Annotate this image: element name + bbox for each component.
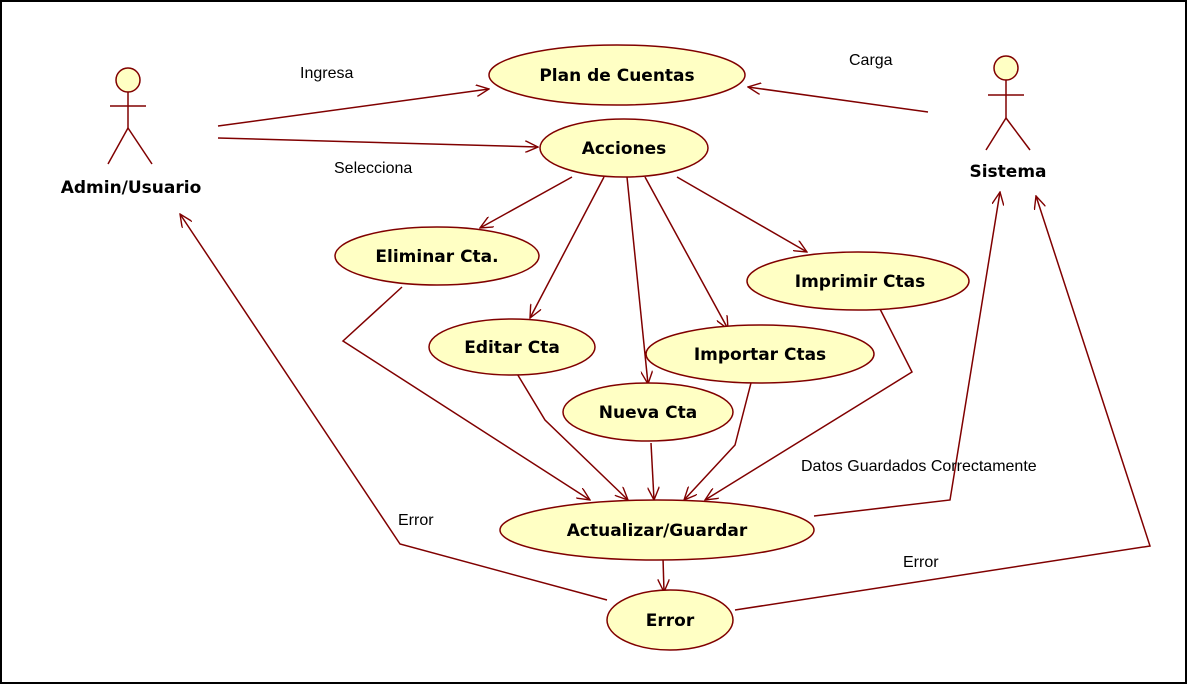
edge-error-admin bbox=[180, 214, 608, 601]
usecase-acciones[interactable] bbox=[539, 118, 709, 178]
edge-label-error-right: Error bbox=[903, 554, 939, 571]
usecase-nueva-label: Nueva Cta bbox=[599, 403, 697, 423]
actor-admin-label: Admin/Usuario bbox=[61, 178, 202, 198]
edge-label-selecciona: Selecciona bbox=[334, 160, 412, 177]
usecase-error-label: Error bbox=[646, 611, 695, 631]
usecase-plan-label: Plan de Cuentas bbox=[539, 66, 694, 86]
usecase-actualizar[interactable] bbox=[499, 499, 815, 561]
usecase-importar-label: Importar Ctas bbox=[694, 345, 826, 365]
edges bbox=[180, 87, 1151, 611]
edge-acciones-editar bbox=[530, 176, 605, 318]
edge-datos-guardados bbox=[813, 192, 1000, 517]
usecase-editar[interactable] bbox=[428, 318, 596, 376]
actor-sistema-label: Sistema bbox=[969, 162, 1046, 182]
edge-ingresa bbox=[217, 89, 489, 127]
edge-actualizar-error bbox=[663, 557, 664, 592]
stick-figure-icon bbox=[107, 67, 153, 165]
edge-selecciona bbox=[217, 137, 538, 147]
edge-acciones-imprimir bbox=[676, 176, 807, 252]
usecase-imprimir[interactable] bbox=[746, 251, 970, 311]
edge-acciones-eliminar bbox=[480, 176, 573, 228]
edge-editar-actualizar bbox=[515, 371, 628, 500]
edge-error-sistema bbox=[734, 196, 1151, 611]
usecase-editar-label: Editar Cta bbox=[464, 338, 560, 358]
usecase-importar[interactable] bbox=[645, 324, 875, 384]
usecase-error[interactable] bbox=[606, 589, 734, 651]
edge-acciones-nueva bbox=[626, 176, 648, 384]
actor-sistema: Sistema bbox=[969, 55, 1047, 182]
edge-label-error-left: Error bbox=[398, 512, 434, 529]
usecase-actualizar-label: Actualizar/Guardar bbox=[567, 521, 748, 541]
edge-importar-actualizar bbox=[684, 378, 753, 500]
edge-label-ingresa: Ingresa bbox=[300, 65, 353, 82]
use-cases bbox=[334, 44, 970, 651]
actor-admin: Admin/Usuario bbox=[61, 67, 202, 198]
edge-acciones-importar bbox=[644, 176, 728, 329]
edge-carga bbox=[748, 87, 929, 113]
edge-label-carga: Carga bbox=[849, 52, 893, 69]
edge-label-datos-guardados: Datos Guardados Correctamente bbox=[801, 458, 1037, 475]
usecase-plan-de-cuentas[interactable] bbox=[488, 44, 746, 106]
stick-figure-icon bbox=[985, 55, 1031, 151]
edge-imprimir-actualizar bbox=[705, 308, 913, 500]
usecase-eliminar[interactable] bbox=[334, 226, 540, 286]
usecase-imprimir-label: Imprimir Ctas bbox=[795, 272, 925, 292]
usecase-eliminar-label: Eliminar Cta. bbox=[375, 247, 498, 267]
edge-nueva-actualizar bbox=[651, 442, 654, 500]
usecase-nueva[interactable] bbox=[562, 382, 734, 442]
usecase-acciones-label: Acciones bbox=[582, 139, 667, 159]
edge-eliminar-actualizar bbox=[341, 286, 590, 500]
